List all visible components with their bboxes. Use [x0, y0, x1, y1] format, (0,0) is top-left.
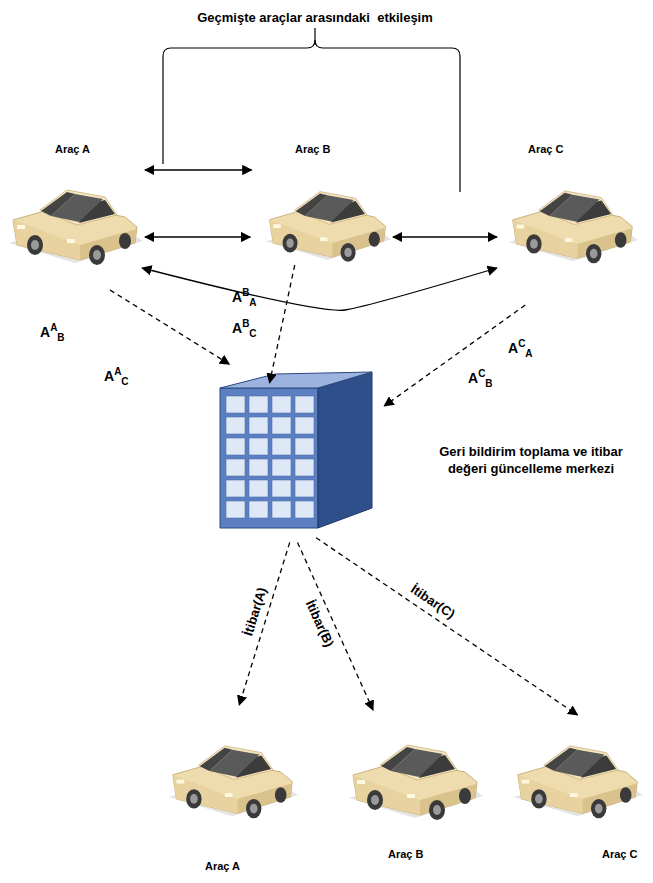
car-icon [509, 191, 638, 263]
server-heading: Geri bildirim toplama ve itibar değeri g… [425, 443, 637, 477]
dashed-arrow [316, 538, 577, 715]
car-node: Araç B [345, 720, 485, 820]
car-node: Araç A [165, 720, 300, 820]
car-label: Araç A [205, 860, 240, 872]
dashed-arrow [270, 265, 295, 383]
score-label: AAB [40, 322, 65, 343]
score-label: ACA [508, 338, 533, 359]
edge-label: İtibar(C) [407, 580, 460, 623]
interaction-arrow [142, 268, 497, 310]
score-label: ABC [232, 318, 257, 339]
car-node: Araç A [5, 165, 145, 265]
car-label: Araç C [602, 848, 637, 860]
server-icon [220, 372, 372, 528]
car-icon [9, 190, 143, 265]
interaction-arrow [145, 236, 250, 237]
car-icon [514, 746, 643, 818]
car-label: Araç A [55, 143, 90, 155]
edge-label: İtibar(B) [302, 596, 338, 651]
score-label: ACB [468, 368, 493, 389]
score-label: ABA [232, 287, 257, 308]
dashed-arrow [384, 305, 525, 406]
dashed-arrow [239, 542, 290, 705]
car-node: Araç B [262, 165, 393, 265]
dashed-arrow [110, 290, 229, 364]
score-label: AAC [104, 366, 129, 387]
car-icon [266, 192, 391, 262]
car-icon [169, 746, 298, 818]
diagram-title: Geçmişte araçlar arasındaki etkileşim [197, 10, 433, 25]
bracket [163, 28, 460, 192]
car-label: Araç B [295, 143, 330, 155]
car-icon [349, 745, 483, 820]
car-node: Araç C [510, 720, 645, 820]
edge-label: İtibar(A) [239, 584, 269, 640]
server-node: Geri bildirim toplama ve itibar değeri g… [220, 375, 375, 530]
interaction-arrow [145, 169, 252, 170]
car-label: Araç B [388, 848, 423, 860]
interaction-arrow [393, 236, 497, 237]
dashed-arrow [298, 542, 374, 710]
car-label: Araç C [528, 143, 563, 155]
car-node: Araç C [505, 165, 640, 265]
